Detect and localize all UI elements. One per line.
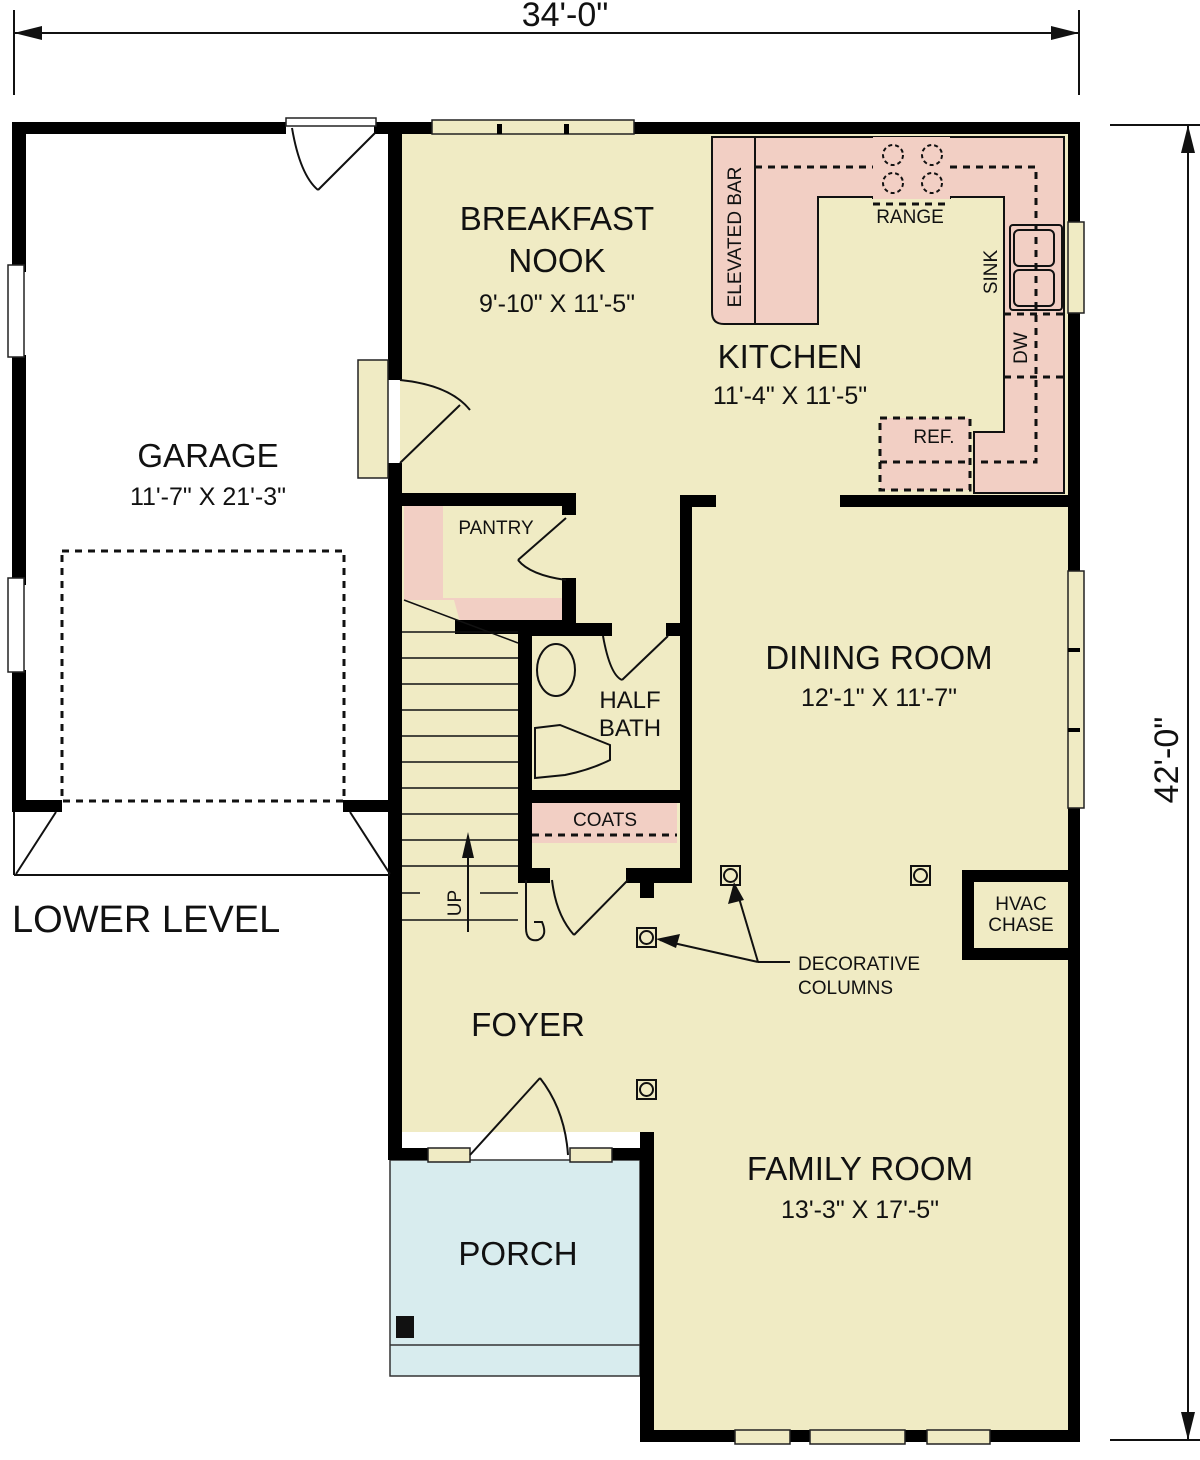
family-room-size: 13'-3" X 17'-5" — [781, 1196, 939, 1224]
walls — [12, 122, 1080, 1442]
hvac-label-line1: HVAC — [995, 894, 1046, 915]
overall-depth-label: 42'-0" — [1148, 717, 1186, 804]
dining-room-size: 12'-1" X 11'-7" — [801, 684, 957, 712]
kitchen-label: KITCHEN — [718, 338, 863, 375]
kitchen-size: 11'-4" X 11'-5" — [713, 382, 867, 410]
porch-post — [396, 1316, 414, 1338]
decorative-columns-label-line1: DECORATIVE — [798, 954, 920, 975]
kitchen-counters — [711, 136, 1065, 494]
pantry-shelves — [404, 506, 562, 622]
half-bath-label-line1: HALF — [599, 687, 660, 714]
dining-room-label: DINING ROOM — [765, 639, 992, 676]
doors — [13, 117, 669, 1156]
stairs: UP — [402, 599, 546, 942]
overall-depth-dimension: 42'-0" — [1110, 124, 1200, 1441]
pantry-label: PANTRY — [458, 518, 534, 539]
foyer-label: FOYER — [471, 1006, 585, 1043]
sink-label: SINK — [981, 250, 1002, 295]
refrigerator — [878, 416, 972, 492]
range-label: RANGE — [876, 207, 944, 228]
range-burners — [873, 137, 950, 206]
garage-floor — [24, 132, 390, 802]
toilet — [534, 723, 611, 780]
overall-width-label: 34'-0" — [522, 0, 609, 34]
garage-parking-outline — [60, 549, 346, 803]
breakfast-nook-size: 9'-10" X 11'-5" — [479, 290, 635, 318]
porch-label: PORCH — [458, 1235, 577, 1272]
refrigerator-label: REF. — [913, 427, 954, 448]
elevated-bar-label: ELEVATED BAR — [725, 167, 746, 308]
half-bath-label-line2: BATH — [599, 715, 661, 742]
level-title: LOWER LEVEL — [12, 899, 280, 941]
garage-size: 11'-7" X 21'-3" — [130, 483, 286, 511]
family-room-label: FAMILY ROOM — [747, 1150, 973, 1187]
decorative-columns-label-line2: COLUMNS — [798, 978, 893, 999]
breakfast-nook-label-line1: BREAKFAST — [460, 200, 654, 237]
decorative-columns — [636, 865, 931, 1100]
hvac-label-line2: CHASE — [988, 915, 1053, 936]
stairs-up-label: UP — [445, 890, 466, 916]
overall-width-dimension: 34'-0" — [13, 0, 1080, 95]
sink-basins — [1009, 224, 1063, 311]
dishwasher-label: DW — [1011, 332, 1032, 364]
lavatory-sink — [536, 643, 576, 697]
porch-floor — [389, 1159, 641, 1377]
garage-label: GARAGE — [137, 437, 278, 474]
coats-label: COATS — [573, 810, 637, 831]
breakfast-nook-label-line2: NOOK — [508, 242, 605, 279]
windows — [7, 119, 1085, 1445]
